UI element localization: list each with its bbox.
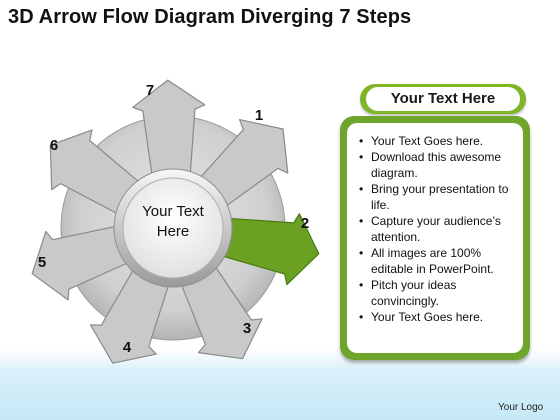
step-number-5: 5	[38, 254, 46, 271]
step-number-2: 2	[301, 215, 309, 232]
text-panel-inner: Your Text Goes here. Download this aweso…	[347, 123, 523, 353]
floor-gradient	[0, 350, 560, 420]
page-title: 3D Arrow Flow Diagram Diverging 7 Steps	[8, 6, 412, 28]
step-number-1: 1	[255, 107, 263, 124]
center-text: Your Text Here	[118, 202, 228, 242]
arrow-step-7	[132, 79, 206, 178]
text-panel: Your Text Goes here. Download this aweso…	[340, 116, 530, 360]
step-number-6: 6	[50, 137, 58, 154]
center-text-line1: Your Text	[142, 203, 204, 220]
bullet-list: Your Text Goes here. Download this aweso…	[359, 133, 515, 325]
bullet-item: Your Text Goes here.	[359, 309, 515, 325]
center-text-line2: Here	[156, 223, 190, 240]
step-number-7: 7	[146, 82, 154, 99]
bullet-item: Capture your audience’s attention.	[359, 213, 515, 245]
bullet-item: All images are 100% editable in PowerPoi…	[359, 245, 515, 277]
step-number-4: 4	[123, 339, 132, 356]
arrow-step-2	[220, 213, 320, 286]
bullet-item: Bring your presentation to life.	[359, 181, 515, 213]
center-disc	[122, 177, 224, 279]
step-number-3: 3	[243, 320, 251, 337]
panel-header: Your Text Here	[360, 84, 526, 114]
bullet-item: Your Text Goes here.	[359, 133, 515, 149]
arrow-step-4	[89, 267, 170, 364]
logo-text: Your Logo	[498, 402, 544, 413]
bullet-item: Pitch your ideas convincingly.	[359, 277, 515, 309]
arrow-step-1	[198, 118, 289, 208]
bullet-item: Download this awesome diagram.	[359, 149, 515, 181]
arrow-step-5	[31, 225, 130, 301]
arrow-step-3	[180, 264, 263, 360]
arrow-step-6	[49, 129, 142, 216]
panel-header-label: Your Text Here	[366, 87, 520, 111]
